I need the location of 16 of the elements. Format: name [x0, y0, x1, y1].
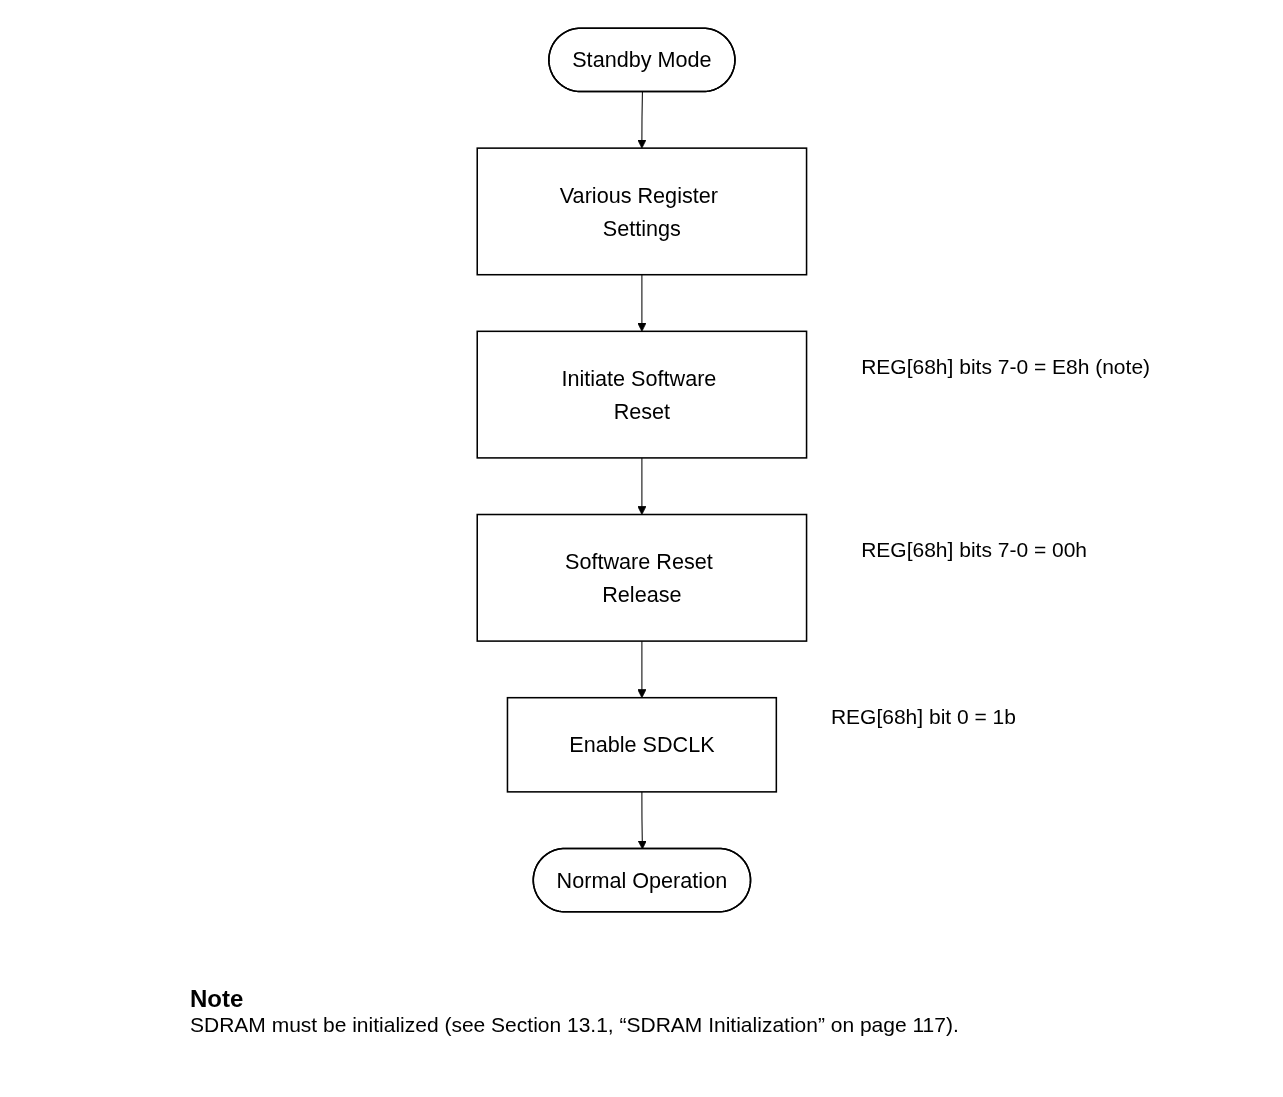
register-setting-note: REG[68h] bits 7-0 = E8h (note) [861, 354, 1151, 379]
note-text: SDRAM must be initialized (see Section 13.1, “SDRAM Initialization” on page 117). [190, 1013, 959, 1037]
arrow [636, 457, 646, 515]
register-setting-note: REG[68h] bits 7-0 = 00h [861, 537, 1088, 562]
arrow [637, 791, 647, 850]
terminal-node: Normal Operation [532, 847, 751, 913]
terminal-node: Standby Mode [547, 27, 736, 93]
arrow [636, 91, 646, 149]
arrow [636, 640, 646, 699]
note-heading: Note [190, 985, 245, 1013]
process-box: Software Reset Release [476, 513, 807, 642]
process-box: Initiate Software Reset [476, 330, 807, 459]
process-box: Enable SDCLK [506, 696, 777, 793]
arrow [636, 274, 646, 332]
register-setting-note: REG[68h] bit 0 = 1b [830, 704, 1016, 729]
process-box: Various Register Settings [476, 147, 807, 276]
